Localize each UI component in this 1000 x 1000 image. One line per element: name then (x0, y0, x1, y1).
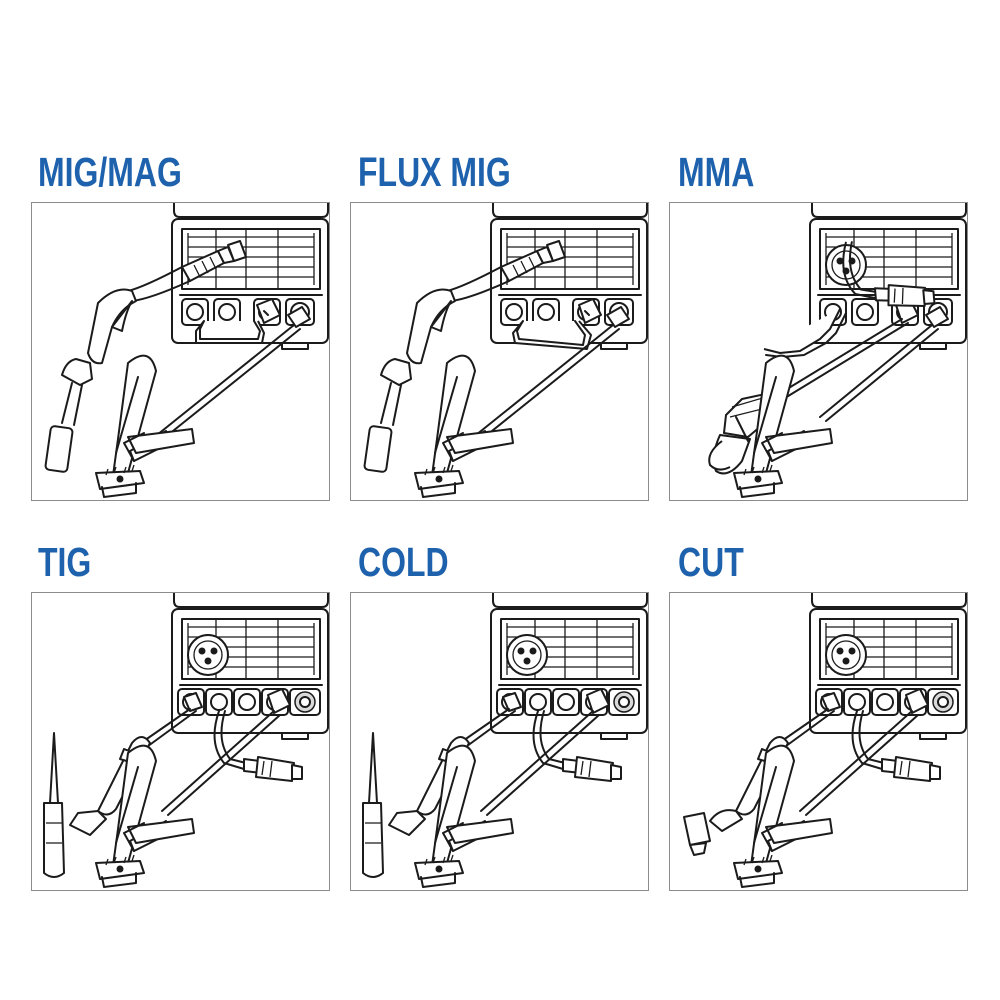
panel-dial-icon (187, 634, 229, 676)
ground-clamp-icon (95, 744, 195, 888)
panel-dial-icon (825, 634, 867, 676)
panel-mig-mag (31, 202, 330, 501)
mma-setup-illustration (708, 203, 967, 498)
panel-cold (350, 592, 649, 891)
mode-title-flux-mig: FLUX MIG (358, 149, 511, 195)
mode-title-mig-mag: MIG/MAG (38, 149, 182, 195)
cold-setup-illustration (362, 593, 648, 888)
cable-plug-icon (532, 710, 622, 782)
ground-clamp-icon (733, 744, 833, 888)
mode-title-cold: COLD (358, 539, 449, 585)
panel-mma (669, 202, 968, 501)
cut-setup-illustration (683, 593, 967, 888)
flux-mig-setup-illustration (363, 203, 648, 498)
panel-flux-mig (350, 202, 649, 501)
panel-tig (31, 592, 330, 891)
ground-clamp-icon (414, 744, 514, 888)
cable-plug-icon (213, 710, 303, 782)
panel-cut (669, 592, 968, 891)
mode-title-tig: TIG (38, 539, 92, 585)
cable-plug-icon (851, 710, 941, 782)
tig-setup-illustration (43, 593, 329, 888)
mode-title-cut: CUT (678, 539, 744, 585)
mode-title-mma: MMA (678, 149, 755, 195)
mig-mag-setup-illustration (44, 203, 329, 498)
panel-dial-icon (506, 634, 548, 676)
